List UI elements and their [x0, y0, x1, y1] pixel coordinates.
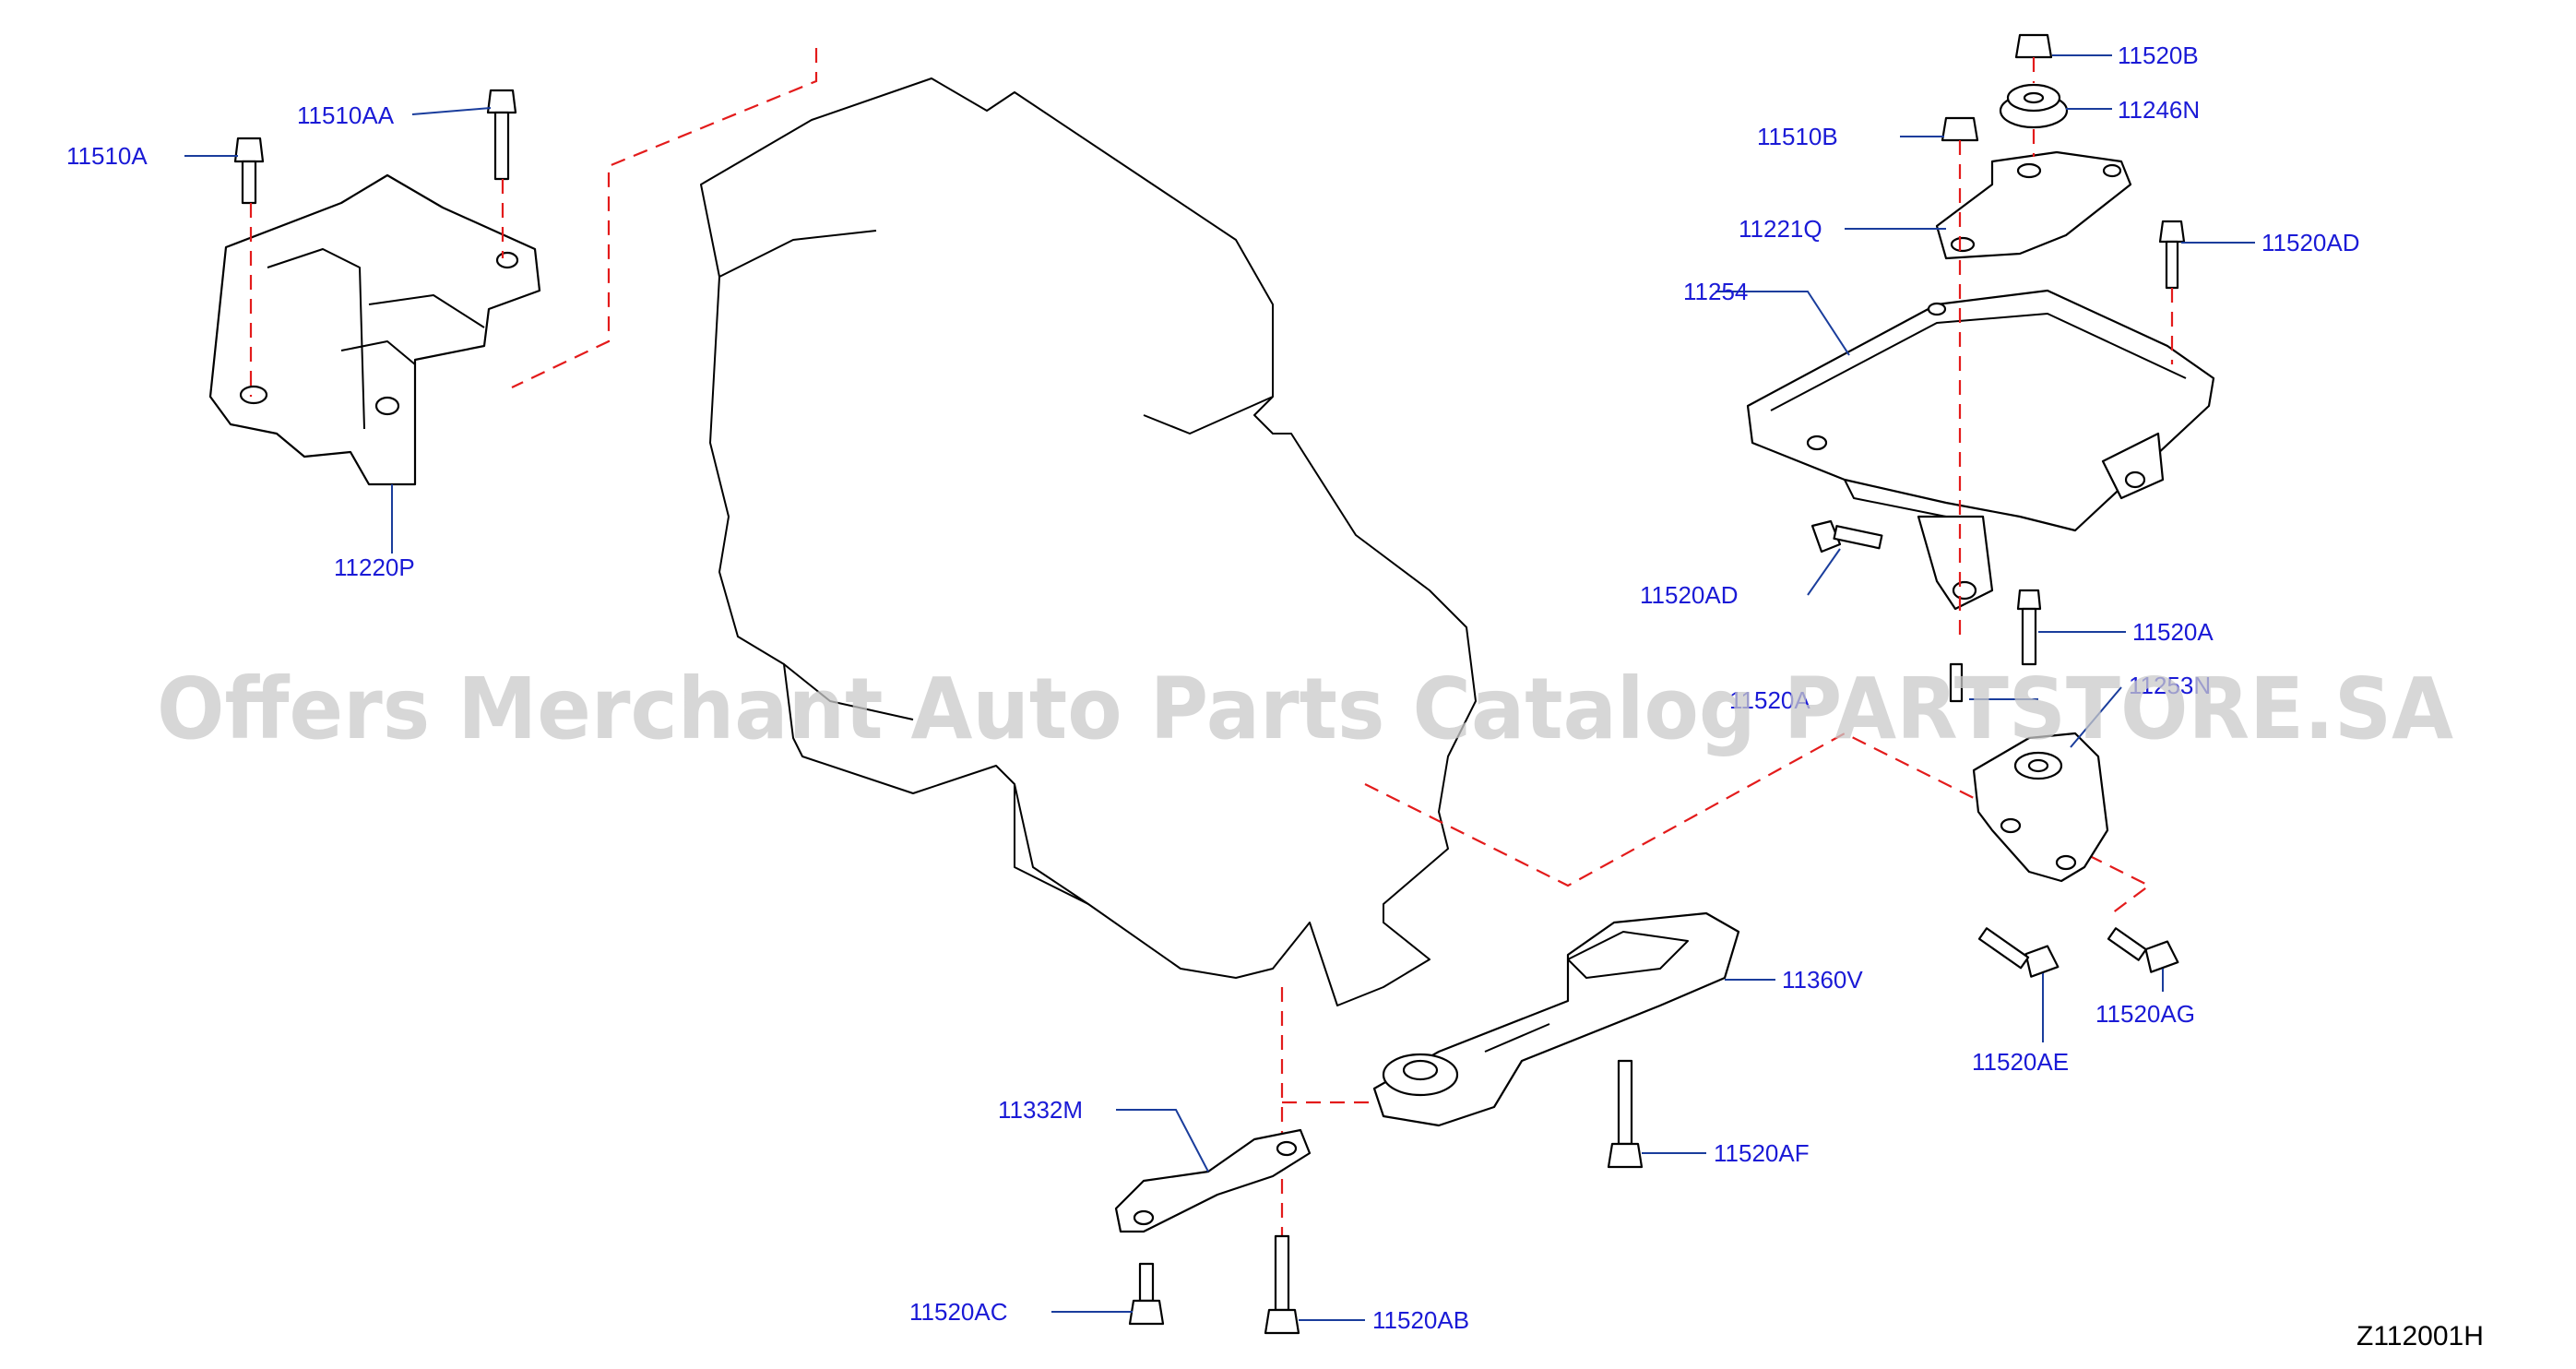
mount-11221Q — [1935, 150, 2132, 260]
bolt-11520AB — [1264, 1234, 1300, 1335]
nut-11510B — [1941, 116, 1979, 142]
bolt-11520AE — [1977, 927, 2060, 978]
bolt-11510AA — [486, 89, 517, 181]
bolt-11520AD-mid — [1810, 519, 1883, 554]
bolt-11520AD-top — [2158, 220, 2186, 290]
callout-11510AA[interactable]: 11510AA — [297, 101, 395, 129]
mount-11253N — [1972, 732, 2109, 883]
callout-11520AD-top[interactable]: 11520AD — [2261, 229, 2360, 256]
engine-outline — [700, 77, 1477, 1006]
callout-11520AF[interactable]: 11520AF — [1714, 1139, 1810, 1167]
callout-11510A[interactable]: 11510A — [66, 142, 148, 170]
stud-11520A-left — [1949, 662, 1964, 703]
callout-11520AE[interactable]: 11520AE — [1972, 1048, 2069, 1076]
diagram-code: Z112001H — [2356, 1321, 2484, 1351]
callout-11520AC[interactable]: 11520AC — [909, 1298, 1008, 1326]
phantom-line-lower — [1364, 732, 2152, 914]
callout-11520B[interactable]: 11520B — [2118, 42, 2199, 69]
bracket-11332M — [1114, 1128, 1312, 1233]
nut-11520B — [2014, 33, 2053, 59]
mount-11360V — [1372, 911, 1740, 1127]
bolt-11520AG — [2107, 927, 2179, 973]
callout-11520AG[interactable]: 11520AG — [2095, 1000, 2195, 1028]
callout-11254[interactable]: 11254 — [1683, 278, 1748, 305]
callout-11520AB[interactable]: 11520AB — [1372, 1306, 1469, 1334]
callout-11246N[interactable]: 11246N — [2118, 96, 2200, 124]
callout-11520A-left[interactable]: 11520A — [1729, 686, 1810, 714]
bolt-11510A — [233, 137, 265, 205]
stud-11520A-right — [2016, 589, 2042, 666]
callout-11221Q[interactable]: 11221Q — [1739, 215, 1822, 243]
callout-11220P[interactable]: 11220P — [334, 554, 415, 581]
callout-11520A-right[interactable]: 11520A — [2132, 618, 2214, 646]
callout-11520AD-mid[interactable]: 11520AD — [1640, 581, 1739, 609]
washer-11246N — [1999, 83, 2069, 129]
callout-11510B[interactable]: 11510B — [1757, 123, 1838, 150]
watermark-text: Offers Merchant Auto Parts Catalog PARTS… — [157, 660, 2453, 758]
callout-11332M[interactable]: 11332M — [998, 1096, 1083, 1124]
bracket-11254 — [1746, 289, 2215, 611]
left-engine-mount — [208, 173, 541, 486]
bolt-11520AC — [1128, 1262, 1165, 1326]
bolt-11520AF — [1607, 1059, 1644, 1169]
callout-11360V[interactable]: 11360V — [1782, 966, 1863, 994]
leader-lines — [184, 54, 2255, 1321]
phantom-line-upper — [511, 48, 818, 388]
callout-11253N[interactable]: 11253N — [2129, 672, 2211, 699]
